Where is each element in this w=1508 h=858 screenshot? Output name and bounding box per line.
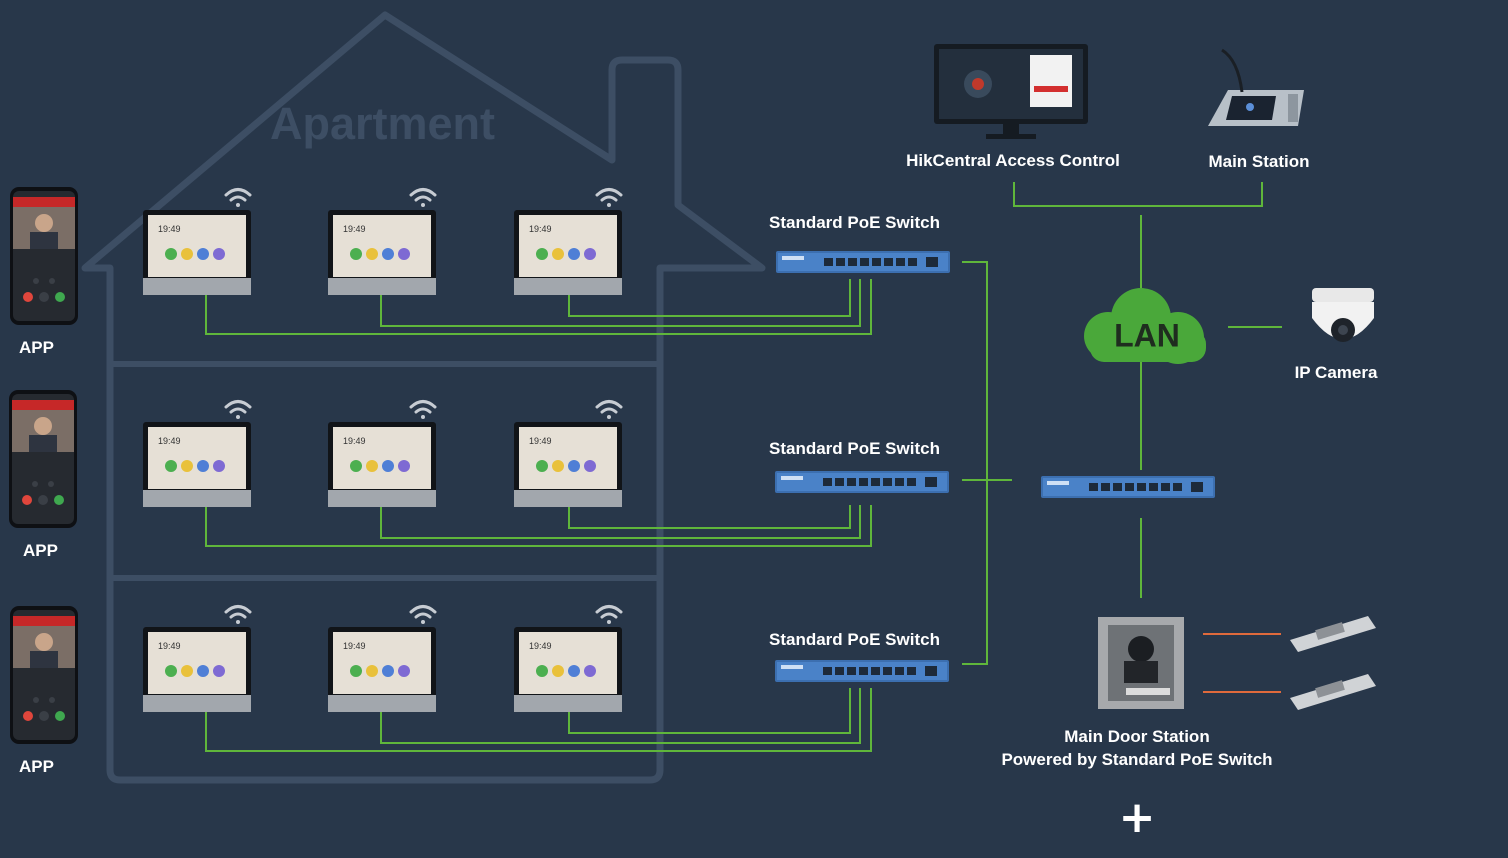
indoor-monitor-icon: 19:49 bbox=[514, 627, 622, 712]
app-label: APP bbox=[23, 541, 58, 560]
wifi-icon bbox=[595, 400, 623, 419]
svg-text:19:49: 19:49 bbox=[343, 436, 366, 446]
app-label: APP bbox=[19, 757, 54, 776]
indoor-monitor-icon: 19:49 bbox=[514, 422, 622, 507]
wifi-icon bbox=[409, 188, 437, 207]
indoor-monitor-icon: 19:49 bbox=[328, 210, 436, 295]
main-station-label: Main Station bbox=[1208, 152, 1310, 171]
door-station-line1: Main Door Station bbox=[1064, 727, 1210, 746]
smartphone-icon bbox=[9, 390, 77, 528]
wifi-icon bbox=[595, 188, 623, 207]
wifi-icon bbox=[224, 605, 252, 624]
network-link bbox=[568, 279, 851, 317]
svg-text:19:49: 19:49 bbox=[529, 224, 552, 234]
svg-text:19:49: 19:49 bbox=[529, 436, 552, 446]
network-link bbox=[205, 688, 872, 752]
ip-camera-icon bbox=[1312, 288, 1374, 342]
poe-switch-icon bbox=[775, 660, 949, 682]
network-link bbox=[962, 261, 988, 665]
wifi-icon bbox=[409, 605, 437, 624]
wifi-icon bbox=[224, 188, 252, 207]
network-link bbox=[205, 505, 872, 547]
network-link bbox=[205, 279, 872, 335]
door-station-icon bbox=[1098, 617, 1184, 709]
door-lock-icon bbox=[1290, 616, 1376, 652]
main-station-icon bbox=[1208, 48, 1304, 126]
lan-cloud-icon bbox=[1084, 288, 1206, 364]
door-station-line2: Powered by Standard PoE Switch bbox=[1001, 750, 1273, 769]
add-icon: + bbox=[1118, 792, 1156, 843]
svg-text:19:49: 19:49 bbox=[343, 224, 366, 234]
svg-text:19:49: 19:49 bbox=[343, 641, 366, 651]
smartphone-icon bbox=[10, 606, 78, 744]
indoor-monitor-icon: 19:49 bbox=[143, 627, 251, 712]
smartphone-icon bbox=[10, 187, 78, 325]
svg-text:19:49: 19:49 bbox=[158, 224, 181, 234]
svg-text:19:49: 19:49 bbox=[158, 436, 181, 446]
indoor-monitor-icon: 19:49 bbox=[143, 210, 251, 295]
indoor-monitor-icon: 19:49 bbox=[514, 210, 622, 295]
building-title: Apartment bbox=[270, 98, 496, 149]
wifi-icon bbox=[224, 400, 252, 419]
lan-label: LAN bbox=[1114, 317, 1180, 354]
software-monitor-icon bbox=[934, 44, 1088, 139]
poe-switch-icon bbox=[776, 251, 950, 273]
network-link bbox=[568, 688, 851, 734]
network-link bbox=[380, 279, 861, 327]
software-label: HikCentral Access Control bbox=[906, 151, 1120, 170]
house-outline bbox=[81, 11, 766, 784]
svg-text:19:49: 19:49 bbox=[529, 641, 552, 651]
indoor-monitor-icon: 19:49 bbox=[143, 422, 251, 507]
switch-label: Standard PoE Switch bbox=[769, 439, 940, 458]
network-link bbox=[380, 688, 861, 744]
indoor-monitor-icon: 19:49 bbox=[328, 627, 436, 712]
switch-label: Standard PoE Switch bbox=[769, 630, 940, 649]
app-label: APP bbox=[19, 338, 54, 357]
network-link bbox=[568, 505, 851, 529]
switch-label: Standard PoE Switch bbox=[769, 213, 940, 232]
poe-switch-icon bbox=[1041, 476, 1215, 498]
door-station-label: Main Door Station Powered by Standard Po… bbox=[1001, 725, 1272, 771]
ip-camera-label: IP Camera bbox=[1294, 363, 1378, 382]
network-link bbox=[1013, 182, 1263, 207]
wifi-icon bbox=[409, 400, 437, 419]
poe-switch-icon bbox=[775, 471, 949, 493]
svg-text:19:49: 19:49 bbox=[158, 641, 181, 651]
door-lock-icon bbox=[1290, 674, 1376, 710]
wifi-icon bbox=[595, 605, 623, 624]
indoor-monitor-icon: 19:49 bbox=[328, 422, 436, 507]
network-link bbox=[380, 505, 861, 539]
